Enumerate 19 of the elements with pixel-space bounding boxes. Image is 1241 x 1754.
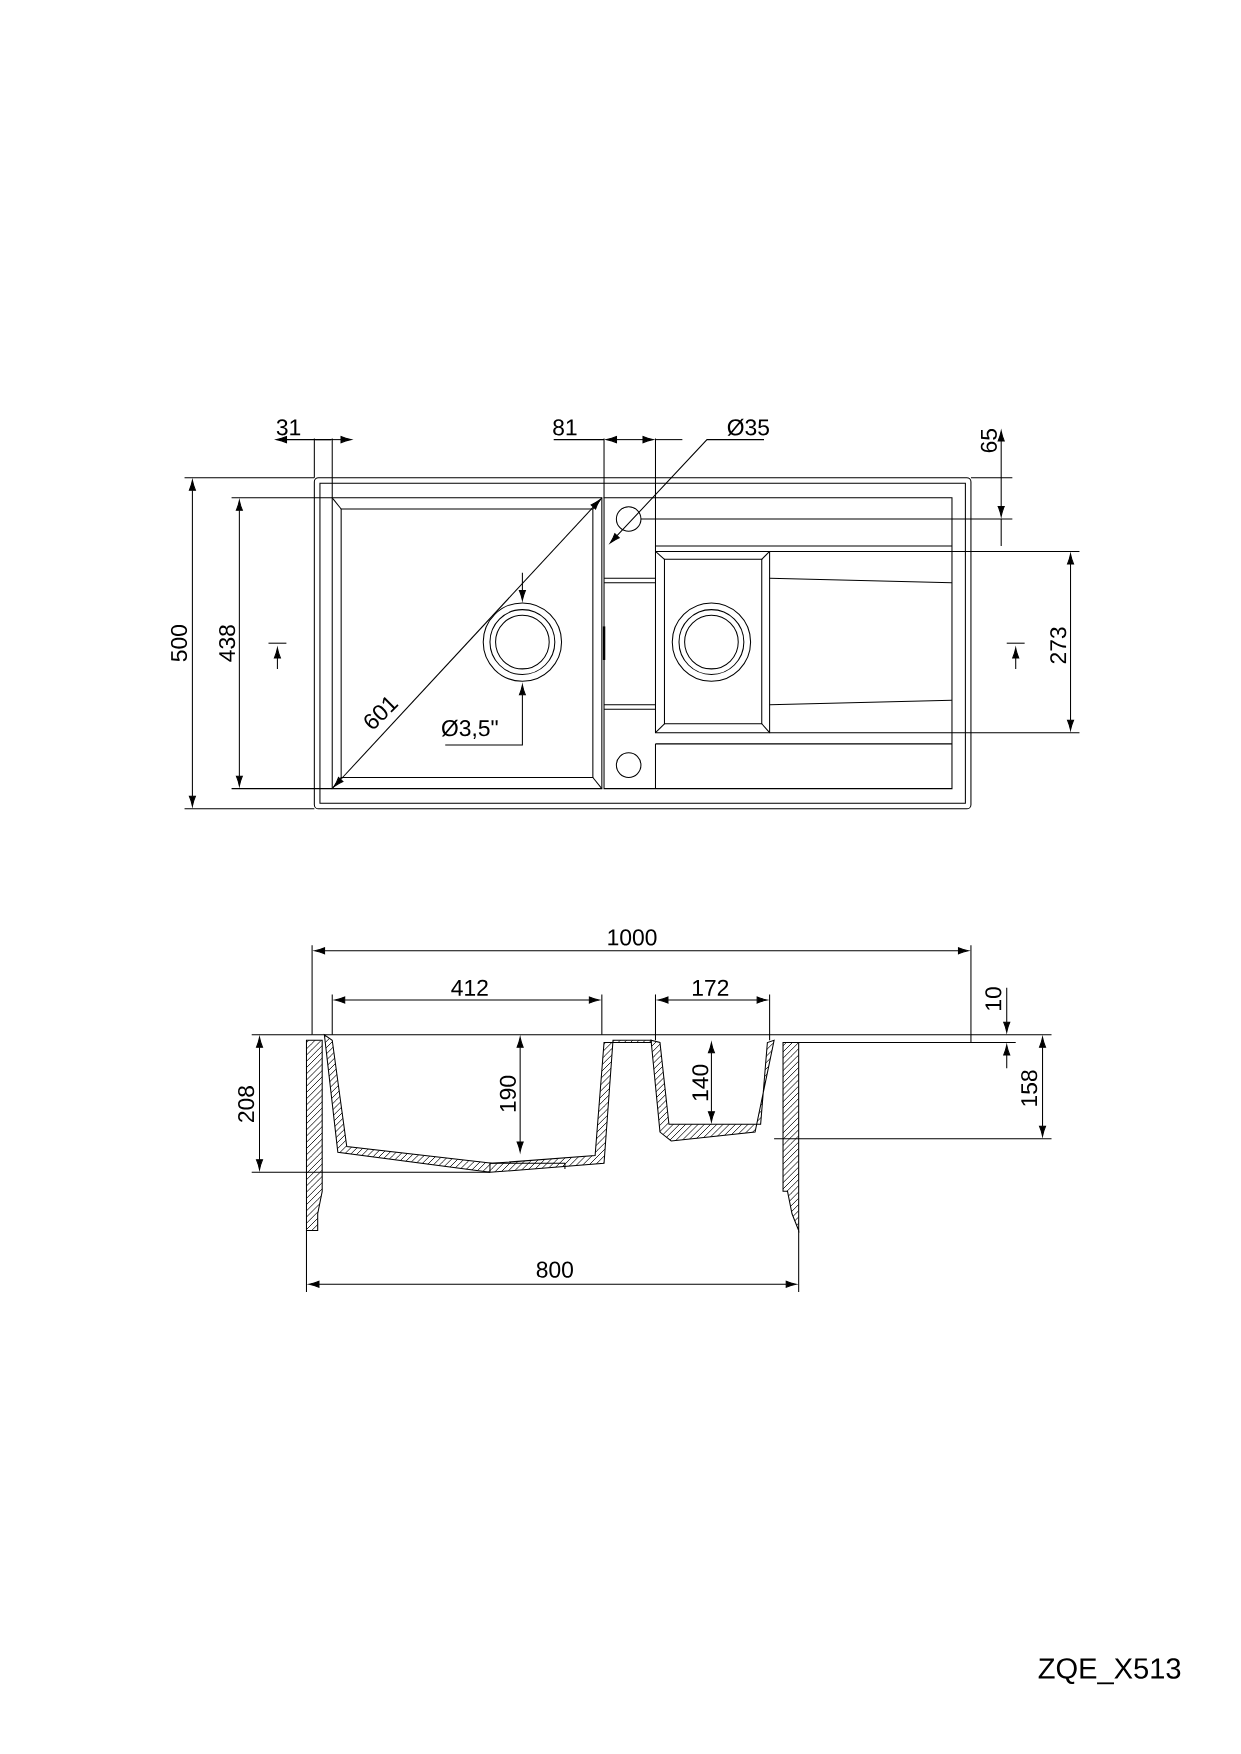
dimension-label: 273 <box>1050 627 1067 664</box>
dimension-label: 140 <box>692 1064 709 1101</box>
dimension-label: 158 <box>1021 1070 1038 1106</box>
dimension-label: 438 <box>219 625 236 662</box>
dimension-label: Ø35 <box>727 418 770 436</box>
dimension-label: 10 <box>985 987 1002 1010</box>
dimension-label: 500 <box>171 625 188 662</box>
dimension-label: 172 <box>693 979 729 996</box>
dimension-label: 601 <box>364 697 399 729</box>
dimension-label: 208 <box>238 1086 255 1122</box>
dimension-label: 31 <box>276 419 301 436</box>
dimension-label: 65 <box>981 429 998 453</box>
dimension-label: 81 <box>553 419 577 436</box>
model-code: ZQE_X513 <box>1038 1658 1181 1685</box>
dimension-label: Ø3,5" <box>442 719 498 739</box>
dimension-label: 190 <box>500 1075 517 1112</box>
dimension-label: 800 <box>536 1261 574 1278</box>
dimension-label: 412 <box>451 979 488 996</box>
dimension-label: 1000 <box>608 929 657 946</box>
